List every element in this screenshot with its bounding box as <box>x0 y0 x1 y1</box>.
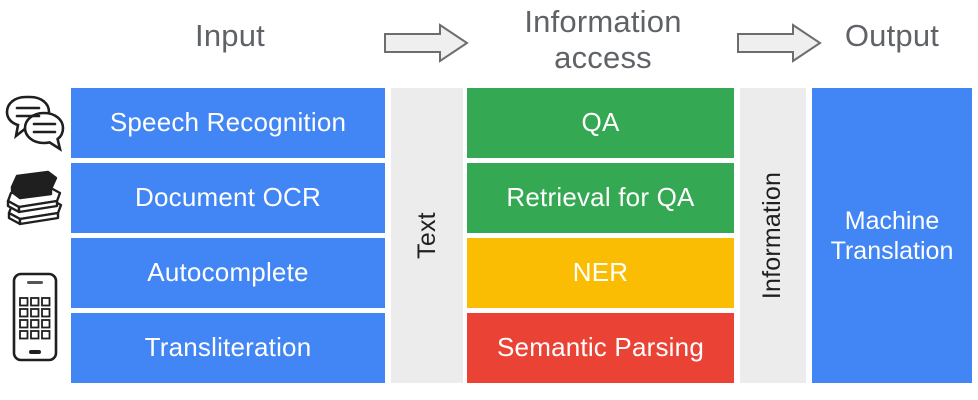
input-item-transliteration[interactable]: Transliteration <box>71 313 385 383</box>
header-input: Input <box>195 18 265 53</box>
header-information-access: Information access <box>524 4 682 75</box>
band-information-label: Information <box>758 171 787 300</box>
stacked-books-icon <box>2 162 68 236</box>
access-item-semantic-parsing[interactable]: Semantic Parsing <box>467 313 734 383</box>
band-text: Text <box>391 88 463 383</box>
access-item-ner[interactable]: NER <box>467 238 734 308</box>
header-output: Output <box>844 18 940 53</box>
mobile-phone-icon <box>2 262 68 372</box>
input-item-speech-recognition[interactable]: Speech Recognition <box>71 88 385 158</box>
band-information: Information <box>740 88 806 383</box>
access-item-qa[interactable]: QA <box>467 88 734 158</box>
input-item-autocomplete[interactable]: Autocomplete <box>71 238 385 308</box>
input-item-document-ocr[interactable]: Document OCR <box>71 163 385 233</box>
arrow-right-icon-input-to-access <box>382 22 470 64</box>
access-item-retrieval-for-qa[interactable]: Retrieval for QA <box>467 163 734 233</box>
output-item-machine-translation[interactable]: Machine Translation <box>812 88 972 383</box>
arrow-right-icon-access-to-output <box>735 22 823 64</box>
band-text-label: Text <box>412 212 441 259</box>
speech-bubbles-icon <box>2 88 68 162</box>
